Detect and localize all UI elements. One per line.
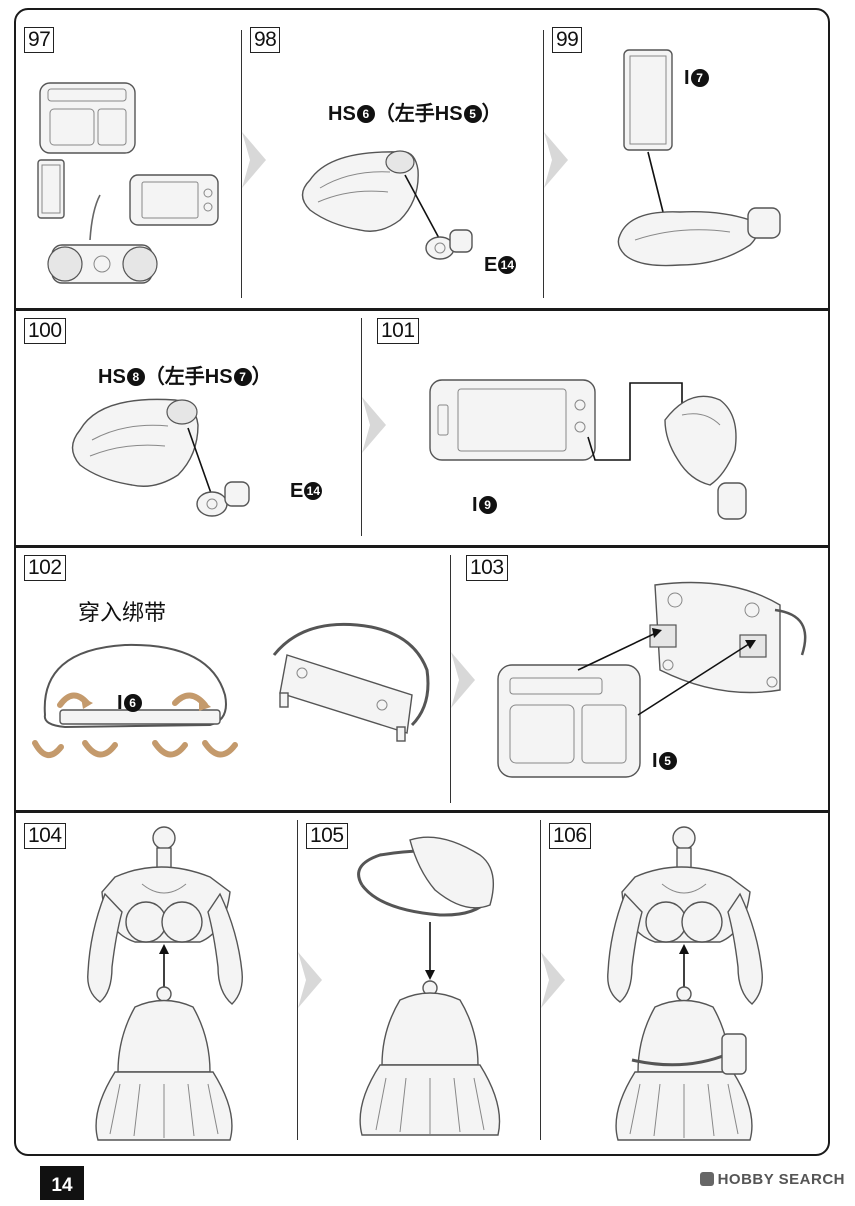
step-99-illustration — [617, 49, 781, 267]
step-103-illustration — [497, 581, 807, 778]
col-divider — [543, 30, 544, 298]
step-101-illustration — [429, 379, 747, 520]
next-step-chevron — [298, 952, 322, 1008]
next-step-chevron — [544, 132, 568, 188]
step-number-101: 101 — [377, 318, 419, 344]
page-number: 14 — [40, 1166, 84, 1200]
col-divider — [361, 318, 362, 536]
step-number-106: 106 — [549, 823, 591, 849]
next-step-chevron — [451, 652, 475, 708]
step-102-strap-diagram — [32, 643, 238, 758]
step-number-105: 105 — [306, 823, 348, 849]
step-number-98: 98 — [250, 27, 281, 53]
next-step-chevron — [541, 952, 565, 1008]
step-102-caption: 穿入绑带 — [78, 600, 167, 625]
row-divider — [14, 810, 830, 813]
step-100-hand-illustration — [71, 398, 250, 517]
step-number-103: 103 — [466, 555, 508, 581]
step-105-figure-illustration — [357, 836, 501, 1136]
col-divider — [297, 820, 298, 1140]
step-number-102: 102 — [24, 555, 66, 581]
step-number-99: 99 — [552, 27, 583, 53]
step-number-104: 104 — [24, 823, 66, 849]
next-step-chevron — [362, 397, 386, 453]
row-divider — [14, 545, 830, 548]
next-step-chevron — [242, 132, 266, 188]
step-number-100: 100 — [24, 318, 66, 344]
row-divider — [14, 308, 830, 311]
step-104-figure-illustration — [87, 826, 243, 1141]
col-divider — [540, 820, 541, 1140]
col-divider — [241, 30, 242, 298]
step-98-hand-illustration — [301, 150, 473, 260]
col-divider — [450, 555, 451, 803]
step-102-strap-illustration — [272, 622, 430, 742]
step-number-97: 97 — [24, 27, 55, 53]
watermark: HOBBY SEARCH — [699, 1171, 845, 1188]
step-97-parts-illustration — [37, 82, 219, 284]
step-106-figure-illustration — [607, 826, 763, 1141]
logo-icon — [699, 1172, 714, 1186]
